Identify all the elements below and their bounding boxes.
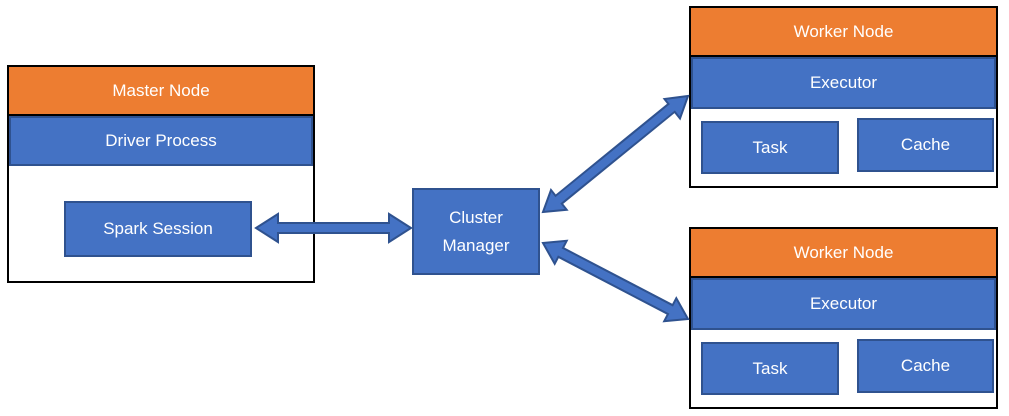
cluster-manager-worker-node-2-arrow [541, 239, 690, 323]
worker-node-2-task-box: Task [701, 342, 839, 395]
worker-node-1-container: Worker Node Executor Task Cache [689, 6, 998, 188]
worker-node-1-executor-bar: Executor [691, 57, 996, 109]
worker-node-1-label: Worker Node [793, 21, 894, 41]
worker-node-2-container: Worker Node Executor Task Cache [689, 227, 998, 409]
worker-node-1-header: Worker Node [691, 8, 996, 57]
driver-process-body: Spark Session [9, 166, 313, 279]
worker-node-2-executor-label: Executor [809, 294, 878, 313]
cluster-manager-label: Cluster Manager [442, 207, 510, 255]
spark-session-box: Spark Session [64, 201, 252, 257]
worker-node-2-cache-label: Cache [900, 356, 951, 375]
worker-node-1-cache-box: Cache [857, 118, 994, 172]
master-node-header: Master Node [9, 67, 313, 116]
worker-node-2-label: Worker Node [793, 242, 894, 262]
worker-node-1-executor-label: Executor [809, 73, 878, 92]
driver-process-bar: Driver Process [9, 116, 313, 166]
cluster-manager-box: Cluster Manager [412, 188, 540, 275]
driver-process-label: Driver Process [105, 131, 217, 150]
master-node-container: Master Node Driver Process Spark Session [7, 65, 315, 283]
worker-node-2-header: Worker Node [691, 229, 996, 278]
worker-node-2-task-label: Task [752, 358, 788, 378]
master-node-label: Master Node [112, 80, 210, 100]
worker-node-2-executor-bar: Executor [691, 278, 996, 330]
cluster-manager-worker-node-1-arrow [541, 94, 690, 214]
worker-node-1-task-label: Task [752, 137, 788, 157]
spark-session-label: Spark Session [103, 219, 213, 238]
worker-node-2-body: Task Cache [691, 330, 996, 405]
worker-node-1-task-box: Task [701, 121, 839, 174]
worker-node-1-cache-label: Cache [900, 135, 951, 154]
worker-node-2-cache-box: Cache [857, 339, 994, 393]
worker-node-1-body: Task Cache [691, 109, 996, 184]
